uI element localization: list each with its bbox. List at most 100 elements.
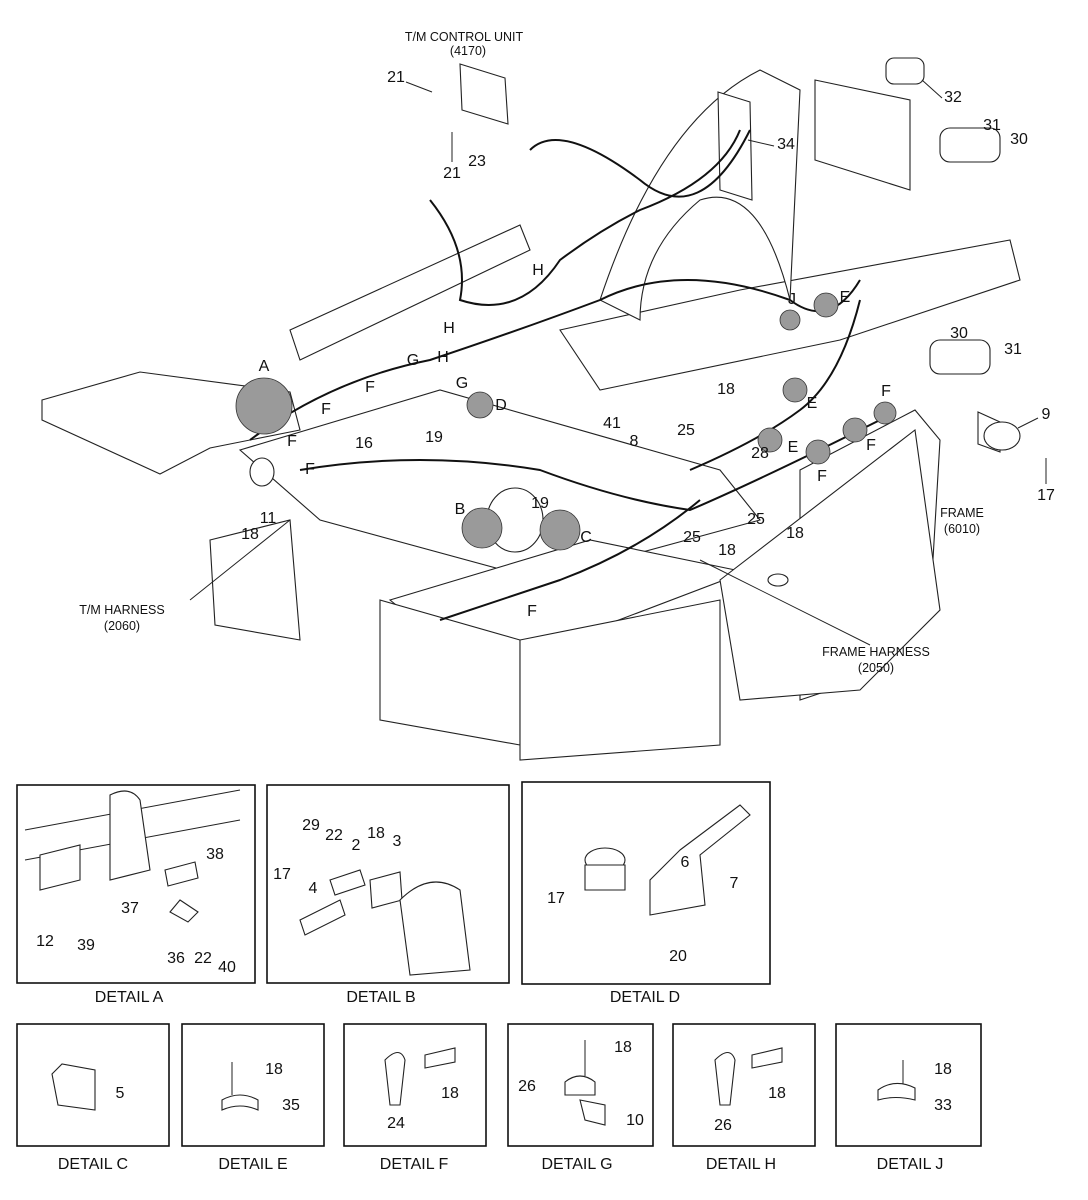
label-16: 16 bbox=[355, 435, 373, 452]
letter-f2: F bbox=[321, 401, 331, 418]
label-31-lower: 31 bbox=[1004, 341, 1022, 358]
detail-h-panel: 18 26 bbox=[672, 1023, 816, 1147]
label-8: 8 bbox=[630, 433, 639, 450]
callout-b[interactable] bbox=[461, 507, 503, 549]
mounting-plate-32 bbox=[814, 79, 911, 191]
harness-rear-run bbox=[439, 499, 701, 621]
svg-text:36: 36 bbox=[167, 950, 185, 967]
center-arch bbox=[599, 69, 801, 321]
label-19-top: 19 bbox=[425, 429, 443, 446]
lower-right-block bbox=[519, 599, 721, 761]
callout-j[interactable] bbox=[779, 309, 801, 331]
svg-text:17: 17 bbox=[273, 866, 291, 883]
svg-text:17: 17 bbox=[547, 890, 565, 907]
label-41: 41 bbox=[603, 415, 621, 432]
detail-d-panel: 6 7 17 20 bbox=[521, 781, 771, 985]
label-18-rear: 18 bbox=[717, 381, 735, 398]
left-pivot bbox=[249, 457, 275, 487]
svg-text:3: 3 bbox=[393, 833, 402, 850]
left-side-rail bbox=[289, 224, 531, 361]
svg-text:18: 18 bbox=[367, 825, 385, 842]
label-18-left: 18 bbox=[241, 526, 259, 543]
caption-frame-harness-code: (2050) bbox=[858, 661, 894, 675]
svg-text:18: 18 bbox=[441, 1085, 459, 1102]
callout-f3[interactable] bbox=[873, 401, 897, 425]
svg-text:22: 22 bbox=[194, 950, 212, 967]
svg-text:4: 4 bbox=[309, 880, 318, 897]
letter-c: C bbox=[580, 529, 592, 546]
callout-d[interactable] bbox=[466, 391, 494, 419]
svg-text:26: 26 bbox=[518, 1078, 536, 1095]
letter-a: A bbox=[259, 358, 270, 375]
frame-assembly bbox=[41, 57, 1021, 761]
svg-text:18: 18 bbox=[614, 1039, 632, 1056]
horn-9 bbox=[983, 421, 1021, 451]
rear-right-fender bbox=[719, 428, 941, 701]
detail-c-panel: 5 bbox=[16, 1023, 170, 1147]
svg-text:18: 18 bbox=[934, 1061, 952, 1078]
callout-e1[interactable] bbox=[813, 292, 839, 318]
letter-f1: F bbox=[365, 379, 375, 396]
svg-text:29: 29 bbox=[302, 817, 320, 834]
letter-j: J bbox=[788, 291, 796, 308]
front-left-box bbox=[209, 519, 301, 641]
letter-e1: E bbox=[840, 289, 851, 306]
svg-text:33: 33 bbox=[934, 1097, 952, 1114]
label-11: 11 bbox=[260, 510, 277, 527]
letter-g2: G bbox=[456, 375, 468, 392]
label-25-top: 25 bbox=[677, 422, 695, 439]
svg-text:10: 10 bbox=[626, 1112, 644, 1129]
svg-text:38: 38 bbox=[206, 846, 224, 863]
callout-f1[interactable] bbox=[805, 439, 831, 465]
letter-g1: G bbox=[407, 352, 419, 369]
svg-text:5: 5 bbox=[116, 1085, 125, 1102]
callout-c[interactable] bbox=[539, 509, 581, 551]
callout-f2[interactable] bbox=[842, 417, 868, 443]
harness-right-run bbox=[689, 299, 861, 471]
label-31-top: 31 bbox=[983, 117, 1001, 134]
detail-e-panel: 18 35 bbox=[181, 1023, 325, 1147]
detail-b-panel: 29 22 18 2 3 17 4 bbox=[266, 784, 510, 984]
caption-frame: FRAME bbox=[940, 506, 984, 520]
label-21-top: 21 bbox=[387, 69, 405, 86]
label-34: 34 bbox=[777, 136, 795, 153]
svg-text:40: 40 bbox=[218, 959, 236, 976]
detail-b-title: DETAIL B bbox=[346, 989, 415, 1006]
svg-text:20: 20 bbox=[669, 948, 687, 965]
label-23: 23 bbox=[468, 153, 486, 170]
svg-text:22: 22 bbox=[325, 827, 343, 844]
caption-tm-control-unit: T/M CONTROL UNIT bbox=[405, 30, 524, 44]
caption-frame-harness: FRAME HARNESS bbox=[822, 645, 930, 659]
callout-e2[interactable] bbox=[782, 377, 808, 403]
label-25-right: 25 bbox=[747, 511, 765, 528]
svg-text:2: 2 bbox=[352, 837, 361, 854]
harness-lower-run bbox=[299, 419, 881, 512]
letter-f6: F bbox=[866, 437, 876, 454]
detail-e-title: DETAIL E bbox=[218, 1156, 287, 1173]
tm-control-unit-box bbox=[459, 63, 509, 125]
letter-e2: E bbox=[807, 395, 818, 412]
detail-callouts bbox=[235, 292, 897, 551]
panel-bracket-34 bbox=[717, 91, 753, 201]
detail-g-title: DETAIL G bbox=[541, 1156, 612, 1173]
label-32: 32 bbox=[944, 89, 962, 106]
label-28: 28 bbox=[751, 445, 769, 462]
detail-c-title: DETAIL C bbox=[58, 1156, 128, 1173]
detail-d-title: DETAIL D bbox=[610, 989, 680, 1006]
svg-text:18: 18 bbox=[265, 1061, 283, 1078]
letter-d: D bbox=[495, 397, 507, 414]
letter-f3: F bbox=[287, 433, 297, 450]
label-19-bottom: 19 bbox=[531, 495, 549, 512]
letter-f7: F bbox=[881, 383, 891, 400]
caption-tm-harness: T/M HARNESS bbox=[79, 603, 164, 617]
label-30-top: 30 bbox=[1010, 131, 1028, 148]
letter-e3: E bbox=[788, 439, 799, 456]
lamp-32 bbox=[885, 57, 925, 85]
callout-e3[interactable] bbox=[757, 427, 783, 453]
letter-h1: H bbox=[532, 262, 544, 279]
caption-frame-code: (6010) bbox=[944, 522, 980, 536]
main-captions: T/M CONTROL UNIT (4170) T/M HARNESS (206… bbox=[79, 30, 1055, 675]
callout-a[interactable] bbox=[235, 377, 293, 435]
svg-text:35: 35 bbox=[282, 1097, 300, 1114]
lamp-30-31-lower bbox=[929, 339, 991, 375]
